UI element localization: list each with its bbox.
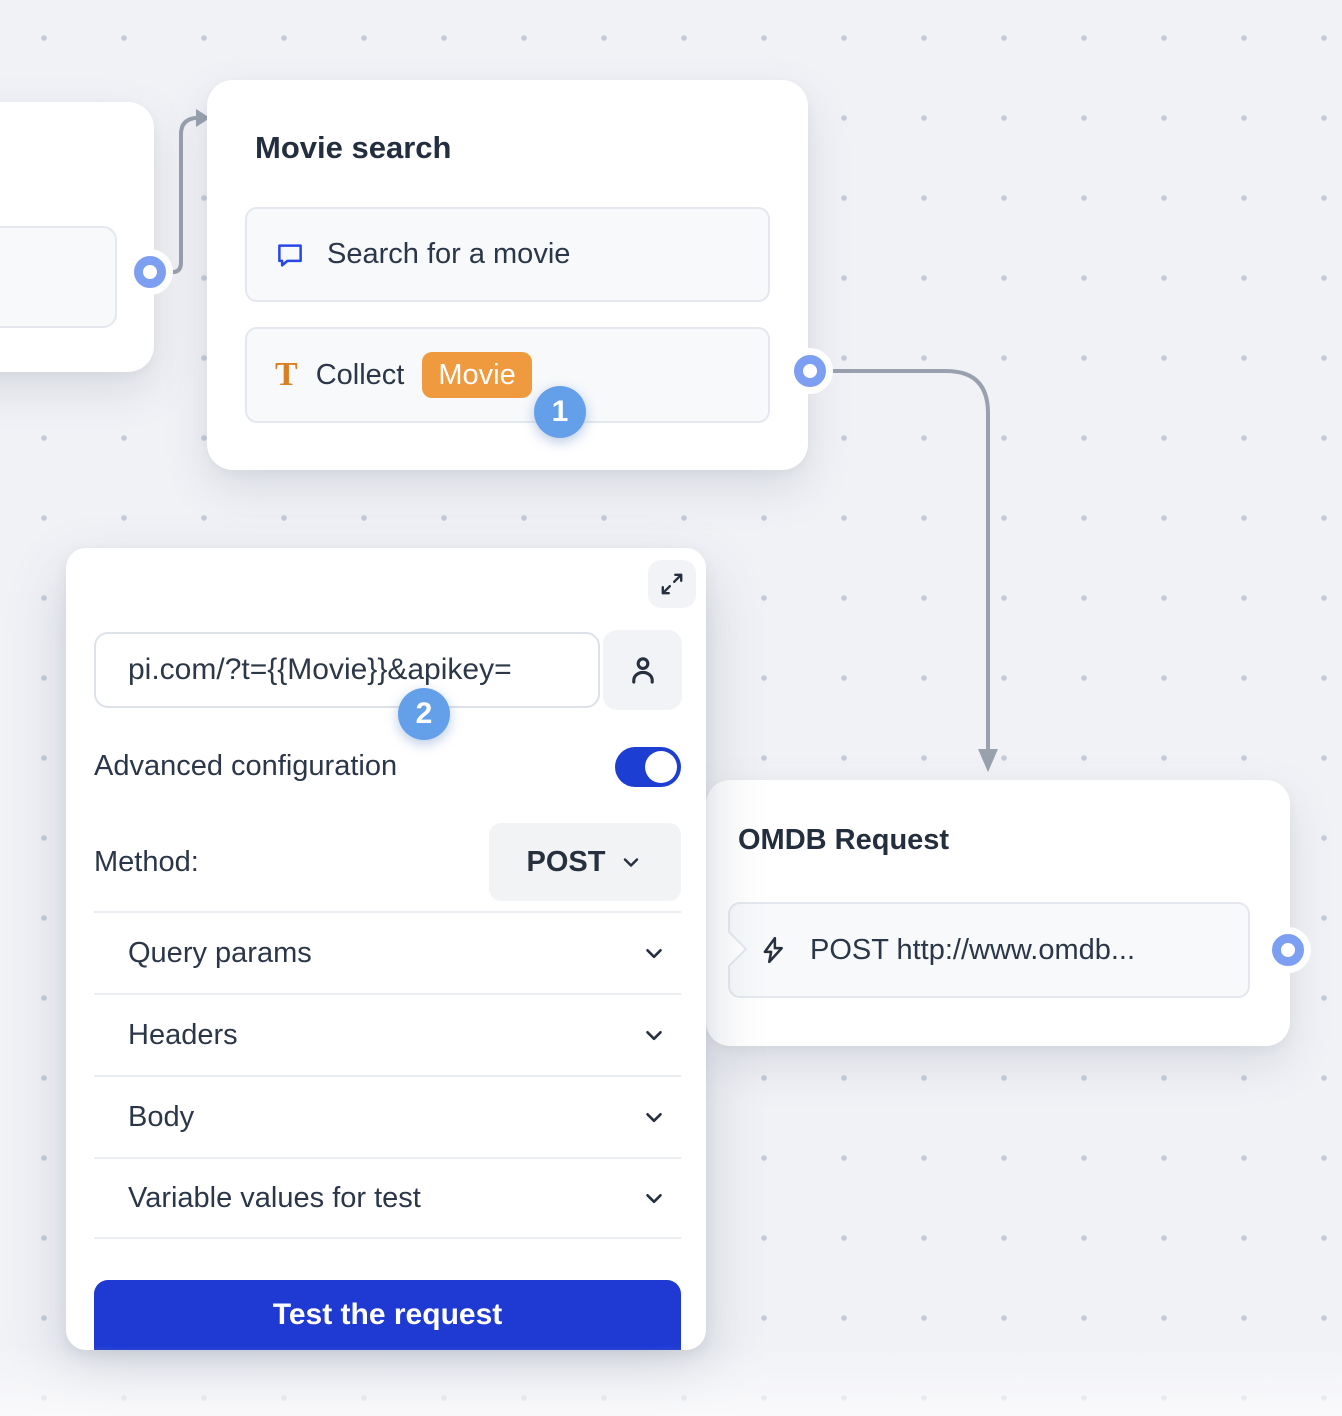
port-ring-icon [134, 256, 166, 288]
connector-line-upstream [164, 116, 198, 274]
toggle-knob [645, 751, 677, 783]
advanced-configuration-label: Advanced configuration [94, 750, 398, 782]
port-ring-icon [1272, 934, 1304, 966]
output-port-movie-search[interactable] [787, 348, 833, 394]
section-headers[interactable]: Headers [94, 993, 681, 1075]
variable-chip[interactable]: Movie [422, 351, 532, 399]
chevron-down-icon [641, 940, 667, 966]
method-label: Method: [94, 846, 199, 878]
chevron-down-icon [641, 1185, 667, 1211]
webhook-config-panel: Advanced configuration Method: POST Quer… [66, 548, 706, 1350]
section-query-params[interactable]: Query params [94, 911, 681, 993]
advanced-configuration-toggle[interactable] [615, 747, 681, 787]
section-label: Headers [128, 1018, 238, 1051]
collect-block-row[interactable]: T Collect Movie [245, 327, 770, 423]
block-label: Search for a movie [327, 238, 571, 270]
expand-button[interactable] [648, 560, 696, 608]
lightning-icon [758, 935, 788, 965]
omdb-request-node-card[interactable]: OMDB Request POST http://www.omdb... [706, 780, 1290, 1046]
variables-button[interactable] [603, 630, 682, 710]
method-dropdown[interactable]: POST [489, 823, 681, 901]
chevron-down-icon [619, 850, 643, 874]
request-url-input[interactable] [94, 632, 600, 708]
block-label: POST http://www.omdb... [810, 933, 1136, 966]
test-request-button[interactable]: Test the request [94, 1280, 681, 1350]
upstream-node-row[interactable] [0, 226, 117, 328]
step-badge-2: 2 [398, 688, 450, 740]
port-ring-icon [794, 355, 826, 387]
method-value: POST [526, 845, 606, 878]
arrowhead-down-icon [978, 749, 998, 772]
block-label: Collect [315, 358, 405, 391]
chevron-down-icon [641, 1104, 667, 1130]
node-title: OMDB Request [738, 824, 950, 856]
output-port-upstream[interactable] [127, 249, 173, 295]
output-port-omdb[interactable] [1265, 927, 1311, 973]
webhook-block-row[interactable]: POST http://www.omdb... [728, 902, 1250, 998]
movie-search-node-card[interactable]: Movie search Search for a movie T Collec… [207, 80, 808, 470]
person-icon [626, 653, 660, 687]
section-variable-values[interactable]: Variable values for test [94, 1157, 681, 1239]
arrowhead-right-icon [196, 109, 210, 127]
chevron-down-icon [641, 1022, 667, 1048]
message-block-row[interactable]: Search for a movie [245, 207, 770, 302]
text-type-icon: T [275, 356, 298, 393]
section-label: Query params [128, 936, 312, 969]
upstream-node-card[interactable] [0, 102, 154, 372]
chat-bubble-icon [275, 240, 305, 270]
section-label: Body [128, 1100, 195, 1133]
step-badge-1: 1 [534, 386, 586, 438]
node-title: Movie search [255, 130, 452, 165]
section-label: Variable values for test [128, 1181, 421, 1214]
expand-icon [659, 571, 685, 597]
connector-line-to-omdb [826, 369, 990, 752]
section-body[interactable]: Body [94, 1075, 681, 1157]
